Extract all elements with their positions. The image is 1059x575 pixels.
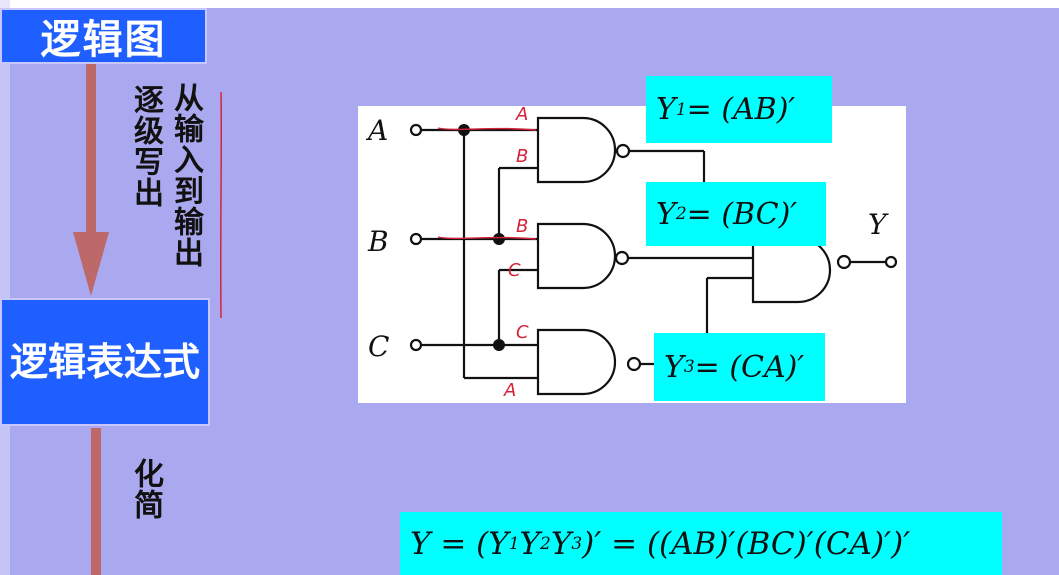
step-by-step-label: 逐级写出 [128, 84, 163, 208]
eq-y-post: )′ = ((AB)′(BC)′(CA)′)′ [582, 525, 911, 562]
logic-diagram-label: 逻辑图 [40, 17, 167, 63]
input-b-terminal [409, 232, 423, 246]
red-annotation-stroke [219, 92, 223, 318]
eq-y2-rhs: = (BC)′ [686, 196, 798, 232]
nand-gate-1-bubble [615, 143, 631, 159]
down-arrow-head [73, 232, 109, 296]
input-to-output-label: 从输入到输出 [168, 82, 203, 268]
junction-b [493, 233, 505, 245]
handwritten-a-top: A [515, 106, 528, 125]
eq-y1-lhs: Y [656, 92, 676, 127]
nand-gate-3-bubble [626, 356, 642, 372]
output-y-terminal [884, 255, 898, 269]
circuit-svg: A B C Y A B B C C A [365, 106, 898, 401]
eq-y-m1: Y [519, 525, 541, 562]
eq-y3-lhs: Y [664, 349, 684, 385]
eq-y3-sub: 3 [683, 357, 695, 377]
logic-expression-box: 逻辑表达式 [0, 298, 210, 426]
input-c-terminal [409, 338, 423, 352]
handwritten-c-low: C [516, 322, 529, 343]
logic-expression-label: 逻辑表达式 [10, 340, 201, 384]
eq-y-pre: Y = (Y [410, 525, 509, 562]
logic-diagram-box: 逻辑图 [0, 8, 207, 64]
handwritten-c-mid: C [508, 260, 521, 281]
nand-gate-3 [536, 328, 617, 396]
handwritten-b-mid: B [516, 216, 528, 237]
simplify-label: 化简 [128, 458, 163, 520]
eq-y-s3: 3 [571, 533, 583, 554]
eq-y-s2: 2 [540, 533, 551, 554]
input-a-terminal [409, 123, 423, 137]
top-border [0, 0, 1059, 8]
eq-y2-sub: 2 [675, 204, 687, 224]
down-arrow-shaft [86, 64, 96, 238]
junction-c [493, 339, 505, 351]
nand-gate-2-bubble [614, 250, 630, 266]
nand-gate-2 [536, 222, 617, 290]
handwritten-b-top: B [516, 146, 528, 167]
eq-y-m2: Y [550, 525, 572, 562]
nand-gate-output-bubble [836, 254, 852, 270]
handwritten-a-low: A [503, 380, 516, 401]
input-b-label: B [367, 225, 389, 258]
nand-gate-1 [536, 116, 617, 184]
input-c-label: C [368, 330, 389, 363]
eq-y-s1: 1 [508, 533, 520, 554]
eq-y2-lhs: Y [656, 196, 676, 232]
nand-gate-output [751, 236, 832, 304]
eq-y1-rhs: = (AB)′ [686, 92, 796, 127]
eq-y1-sub: 1 [675, 99, 687, 120]
output-y-label: Y [868, 208, 889, 241]
lower-arrow-shaft [91, 428, 101, 575]
eq-y3-rhs: = (CA)′ [694, 349, 805, 385]
input-a-label: A [365, 114, 388, 147]
junction-a [458, 124, 470, 136]
left-shadow [0, 0, 10, 575]
